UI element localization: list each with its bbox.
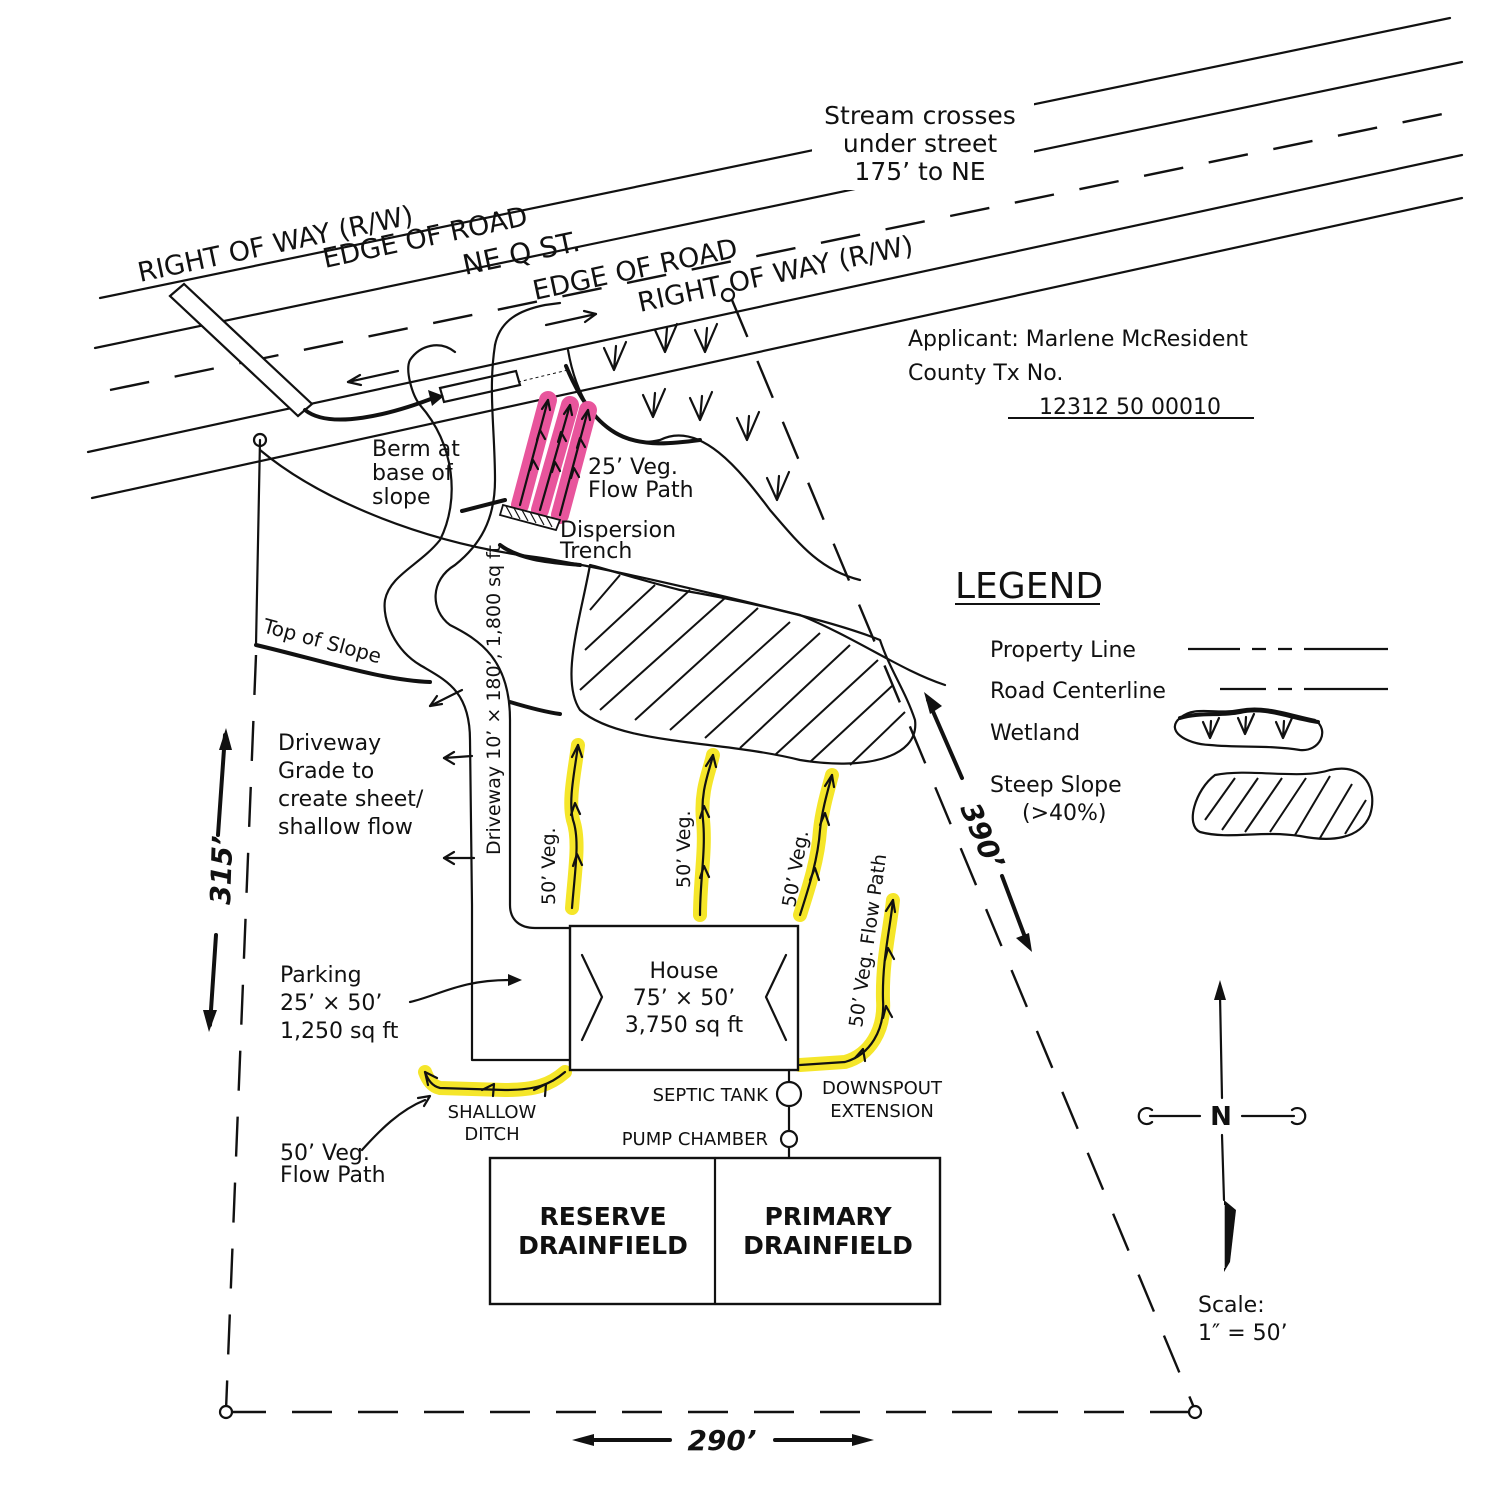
- berm-line: [498, 543, 582, 567]
- veg50-left-line1: 50’ Veg.: [280, 1141, 370, 1166]
- scale-label: Scale:: [1198, 1293, 1265, 1318]
- legend-steep-slope-pct: (>40%): [1022, 801, 1107, 826]
- legend-wetland: Wetland: [990, 721, 1080, 746]
- parking-label-line2: 25’ × 50’: [280, 991, 382, 1016]
- veg25-label-line2: Flow Path: [588, 478, 694, 503]
- shallow-ditch-line1: SHALLOW: [448, 1102, 537, 1123]
- house-label-line2: 75’ × 50’: [633, 986, 735, 1011]
- legend: LEGEND Property Line Road Centerline Wet…: [955, 566, 1388, 840]
- parking: Parking 25’ × 50’ 1,250 sq ft: [280, 963, 522, 1044]
- stream-note-line3: 175’ to NE: [854, 157, 985, 186]
- applicant-name: Applicant: Marlene McResident: [908, 327, 1248, 352]
- berm-label: Berm at base of slope: [372, 437, 507, 513]
- north-arrow: N Scale: 1″ = 50’: [1137, 980, 1307, 1346]
- edge-road-bottom: [86, 153, 1464, 454]
- road-lines: [86, 16, 1464, 500]
- parking-label-line3: 1,250 sq ft: [280, 1019, 399, 1044]
- legend-steep-slope: Steep Slope: [990, 773, 1122, 798]
- row-line-top: [98, 16, 1452, 300]
- veg-flow-paths-50: 50’ Veg. 50’ Veg. 50’ Veg. 50’ Veg. Flow…: [418, 738, 900, 1098]
- dimension-bottom: 290’: [572, 1424, 874, 1457]
- applicant-tax-number: 12312 50 00010: [1039, 395, 1221, 420]
- berm-label-line1: Berm at: [372, 437, 460, 462]
- property-corner-ne: [720, 287, 736, 303]
- downspout-line2: EXTENSION: [830, 1101, 934, 1122]
- legend-road-centerline: Road Centerline: [990, 679, 1166, 704]
- property-corner-sw: [218, 1404, 234, 1420]
- stream-note-line1: Stream crosses: [824, 101, 1016, 130]
- shallow-ditch-label: SHALLOW DITCH 50’ Veg. Flow Path: [280, 1094, 537, 1188]
- dimension-left-label: 315’: [204, 835, 239, 905]
- scale-value: 1″ = 50’: [1198, 1321, 1288, 1346]
- veg50-label-a: 50’ Veg.: [538, 827, 560, 905]
- berm-label-line2: base of: [372, 461, 454, 486]
- shallow-ditch-line2: DITCH: [464, 1124, 519, 1145]
- driveway-note-line1: Driveway: [278, 731, 381, 756]
- primary-drainfield-line1: PRIMARY: [764, 1202, 892, 1231]
- veg-flow-path-25: 25’ Veg. Flow Path Dispersion Trench: [498, 391, 694, 564]
- septic-system: SEPTIC TANK PUMP CHAMBER DOWNSPOUT EXTEN…: [622, 1068, 943, 1160]
- property-corner-se: [1187, 1404, 1203, 1420]
- veg25-label-line1: 25’ Veg.: [588, 455, 678, 480]
- legend-property-line: Property Line: [990, 638, 1136, 663]
- dispersion-label-line2: Trench: [559, 539, 632, 564]
- culvert: [168, 282, 569, 422]
- legend-title: LEGEND: [955, 566, 1103, 607]
- steep-slope-area: [570, 563, 917, 766]
- downspout-line1: DOWNSPOUT: [822, 1078, 943, 1099]
- primary-drainfield-line2: DRAINFIELD: [743, 1231, 913, 1260]
- applicant-block: Applicant: Marlene McResident County Tx …: [908, 327, 1254, 420]
- house-label-line1: House: [650, 959, 719, 984]
- septic-tank: [775, 1080, 803, 1108]
- berm-label-line3: slope: [372, 485, 431, 510]
- dimension-right-label: 390’: [954, 798, 1011, 874]
- road-centerline: [109, 108, 1463, 392]
- legend-steep-slope-swatch: [1191, 767, 1374, 840]
- dimension-left: 315’: [203, 728, 239, 1032]
- row-line-bottom: [90, 196, 1464, 500]
- veg50-left-line2: Flow Path: [280, 1163, 386, 1188]
- wetland-area: [564, 322, 862, 582]
- property-lines: [218, 299, 1203, 1420]
- driveway-note-line2: Grade to: [278, 759, 374, 784]
- driveway: Driveway 10’ × 180’, 1,800 sq ft: [383, 301, 572, 1062]
- drainfields: RESERVE DRAINFIELD PRIMARY DRAINFIELD: [488, 1156, 942, 1306]
- house: House 75’ × 50’ 3,750 sq ft: [568, 924, 800, 1072]
- road-flow-arrows: [346, 309, 598, 387]
- driveway-dimension: Driveway 10’ × 180’, 1,800 sq ft: [483, 545, 505, 855]
- pump-chamber-label: PUMP CHAMBER: [622, 1129, 768, 1150]
- legend-wetland-swatch: [1173, 707, 1324, 752]
- dispersion-label-line1: Dispersion: [560, 518, 676, 543]
- reserve-drainfield-line1: RESERVE: [539, 1202, 666, 1231]
- applicant-tax-label: County Tx No.: [908, 361, 1063, 386]
- driveway-note: Driveway Grade to create sheet/ shallow …: [278, 688, 476, 866]
- pump-chamber: [779, 1129, 799, 1149]
- driveway-note-line3: create sheet/: [278, 787, 424, 812]
- stream-note: Stream crosses under street 175’ to NE: [824, 101, 1016, 186]
- edge-road-top: [93, 60, 1464, 350]
- driveway-note-line4: shallow flow: [278, 815, 413, 840]
- veg50-label-b: 50’ Veg.: [673, 810, 695, 888]
- top-of-slope-line: [254, 643, 432, 684]
- parking-label-line1: Parking: [280, 963, 362, 988]
- stream-note-line2: under street: [843, 129, 997, 158]
- north-label: N: [1210, 1102, 1232, 1132]
- septic-tank-label: SEPTIC TANK: [653, 1085, 770, 1106]
- house-label-line3: 3,750 sq ft: [625, 1013, 744, 1038]
- dimension-bottom-label: 290’: [687, 1424, 756, 1457]
- reserve-drainfield-line2: DRAINFIELD: [518, 1231, 688, 1260]
